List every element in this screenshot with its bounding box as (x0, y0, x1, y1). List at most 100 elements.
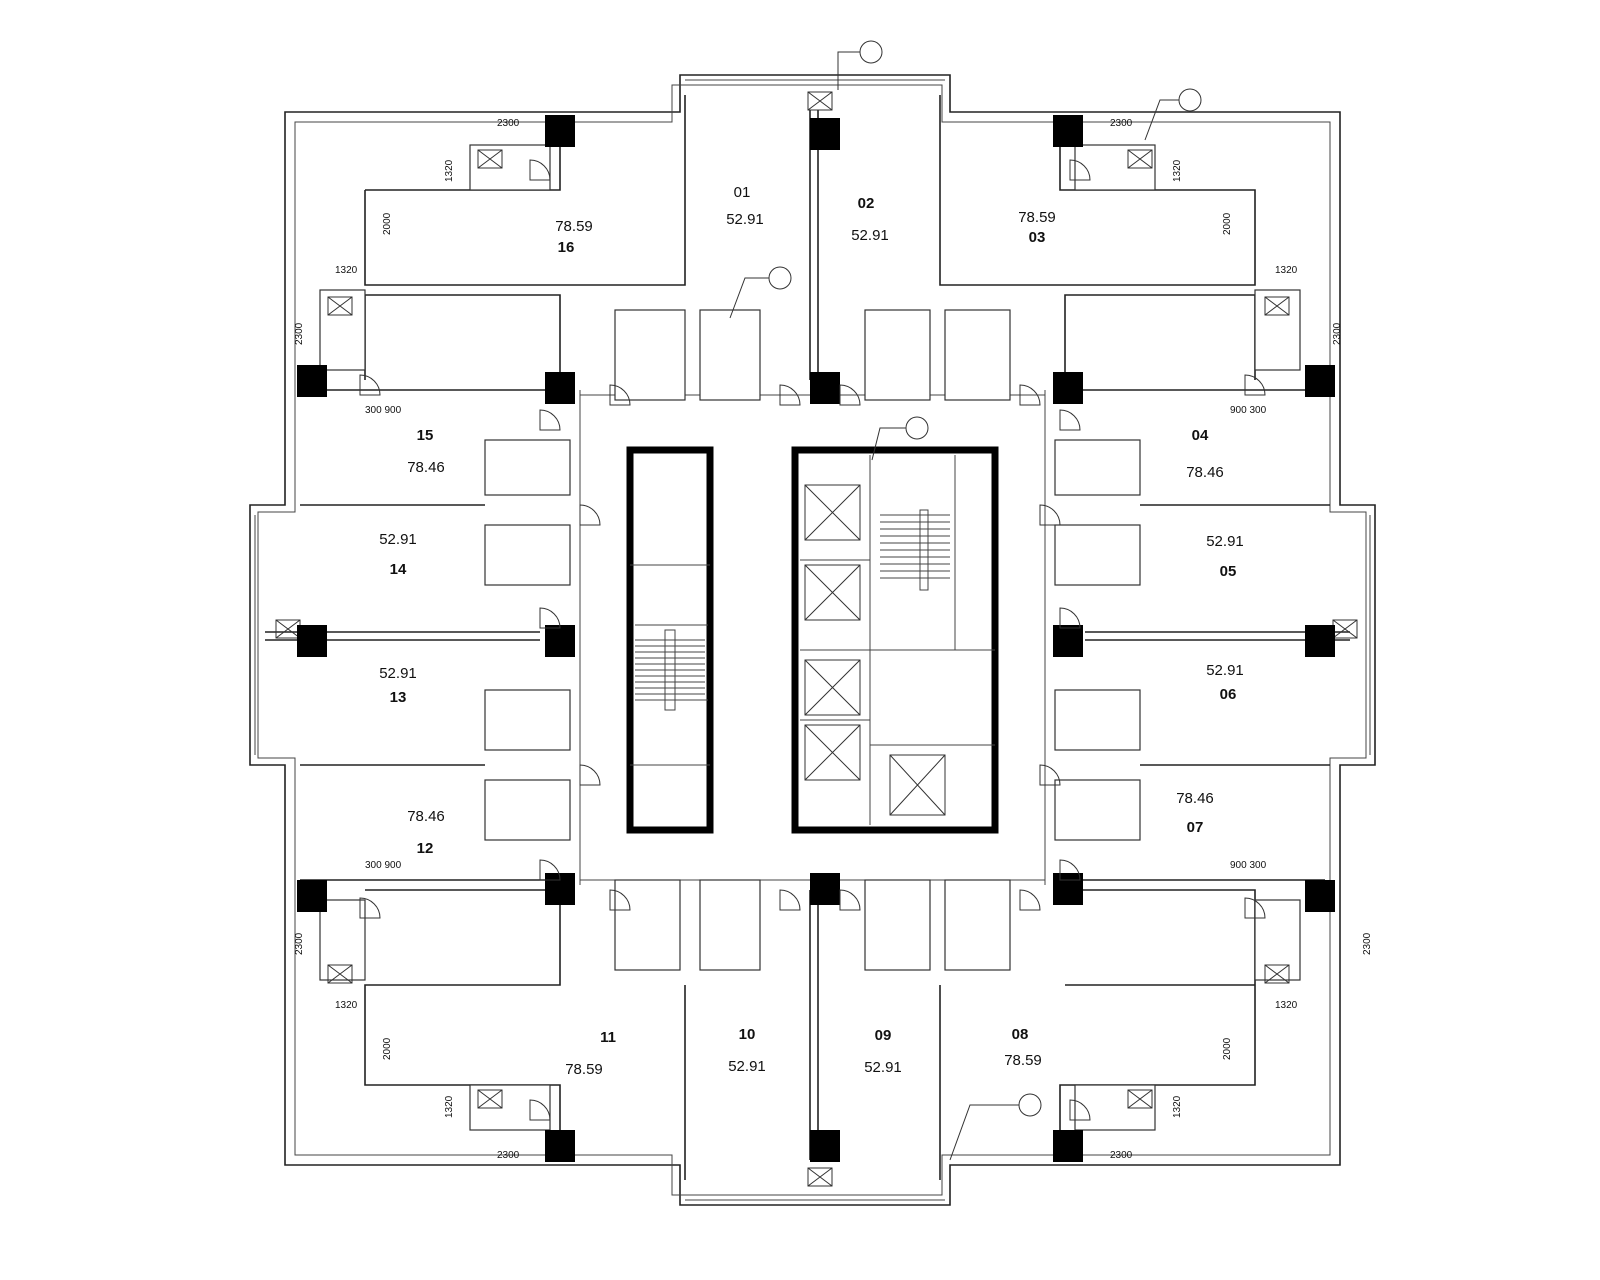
unit-02-area: 52.91 (851, 227, 889, 244)
door-swing (839, 384, 861, 406)
doors (359, 159, 1266, 1121)
column (1053, 625, 1083, 657)
structural-columns (297, 115, 1335, 1162)
unit-05-number: 05 (1220, 563, 1237, 580)
dim-900-300-right-upper: 900 300 (1230, 405, 1267, 416)
column (1305, 365, 1335, 397)
unit-03-number: 03 (1029, 229, 1046, 246)
door-swing (539, 859, 561, 881)
door-swing (529, 159, 551, 181)
duct-shaft (807, 91, 833, 111)
unit-03-area: 78.59 (1018, 209, 1056, 226)
door-swing (579, 764, 601, 786)
central-core (626, 446, 999, 834)
door-swing (359, 374, 381, 396)
unit-07-number: 07 (1187, 819, 1204, 836)
dim-2300-top-left: 2300 (497, 118, 520, 129)
duct-shaft (327, 296, 353, 316)
dim-1320-right-top: 1320 (1172, 159, 1183, 182)
door-swing (1039, 764, 1061, 786)
column (297, 880, 327, 912)
elevator-cross (804, 484, 861, 541)
duct-cross (327, 964, 353, 984)
unit-09-number: 09 (875, 1027, 892, 1044)
column (810, 873, 840, 905)
stair-landing (664, 629, 676, 711)
unit-partitions (265, 95, 1350, 1180)
door-swing (1059, 409, 1081, 431)
dim-900-300-right-lower: 900 300 (1230, 860, 1267, 871)
column (297, 625, 327, 657)
elevator-car (804, 724, 861, 781)
column (297, 365, 327, 397)
door-swing (1244, 374, 1266, 396)
dim-2000-lower-right: 2000 (1222, 1037, 1233, 1060)
stair-landing (919, 509, 929, 591)
unit-07-area: 78.46 (1176, 790, 1214, 807)
bathrooms (319, 144, 1301, 1131)
unit-11-area: 78.59 (565, 1061, 603, 1078)
door-swing (779, 384, 801, 406)
dim-2300-bottom-right: 2300 (1110, 1150, 1133, 1161)
unit-10-area: 52.91 (728, 1058, 766, 1075)
dim-1320-lower-left: 1320 (335, 1000, 358, 1011)
duct-cross (807, 91, 833, 111)
dim-1320-right-bottom: 1320 (1172, 1095, 1183, 1118)
duct-cross (1264, 964, 1290, 984)
column (1053, 115, 1083, 147)
unit-01-number: 01 (734, 184, 751, 201)
column (1305, 625, 1335, 657)
elevator-cross (804, 564, 861, 621)
dim-1320-upper-right: 1320 (1275, 265, 1298, 276)
duct-shaft (477, 149, 503, 169)
unit-labels: 01 52.91 02 52.91 78.59 03 04 78.46 52.9… (379, 184, 1244, 1078)
duct-cross (1332, 619, 1358, 639)
dim-1320-left-top: 1320 (444, 159, 455, 182)
column (1053, 372, 1083, 404)
dim-2000-upper-right: 2000 (1222, 212, 1233, 235)
elevator-car (804, 659, 861, 716)
unit-06-area: 52.91 (1206, 662, 1244, 679)
unit-08-number: 08 (1012, 1026, 1029, 1043)
duct-cross (1127, 1089, 1153, 1109)
duct-shaft (1264, 296, 1290, 316)
elevators (275, 91, 1358, 1187)
unit-02-number: 02 (858, 195, 875, 212)
unit-08-area: 78.59 (1004, 1052, 1042, 1069)
duct-shaft (1127, 1089, 1153, 1109)
duct-cross (1264, 296, 1290, 316)
dim-2300-left-upper: 2300 (294, 322, 305, 345)
door-swing (579, 504, 601, 526)
door-swing (779, 889, 801, 911)
unit-15-area: 78.46 (407, 459, 445, 476)
door-swing (1059, 859, 1081, 881)
column (1053, 873, 1083, 905)
unit-06-number: 06 (1220, 686, 1237, 703)
dim-300-900-left-lower: 300 900 (365, 860, 402, 871)
elevator-car (804, 564, 861, 621)
door-swing (839, 889, 861, 911)
outer-walls (249, 74, 1376, 1206)
door-swing (1244, 897, 1266, 919)
duct-shaft (327, 964, 353, 984)
duct-shaft (477, 1089, 503, 1109)
dim-1320-left-bottom: 1320 (444, 1095, 455, 1118)
dim-2300-right-lower: 2300 (1362, 932, 1373, 955)
door-swing (529, 1099, 551, 1121)
duct-cross (275, 619, 301, 639)
unit-16-area: 78.59 (555, 218, 593, 235)
dim-2300-left-lower: 2300 (294, 932, 305, 955)
unit-16-number: 16 (558, 239, 575, 256)
door-swing (609, 384, 631, 406)
door-swing (1069, 1099, 1091, 1121)
dim-2000-lower-left: 2000 (382, 1037, 393, 1060)
duct-cross (477, 149, 503, 169)
unit-01-area: 52.91 (726, 211, 764, 228)
dim-2300-top-right: 2300 (1110, 118, 1133, 129)
dim-1320-upper-left: 1320 (335, 265, 358, 276)
door-swing (1039, 504, 1061, 526)
elevator-cross (804, 724, 861, 781)
door-swing (539, 607, 561, 629)
unit-04-number: 04 (1192, 427, 1209, 444)
unit-13-number: 13 (390, 689, 407, 706)
